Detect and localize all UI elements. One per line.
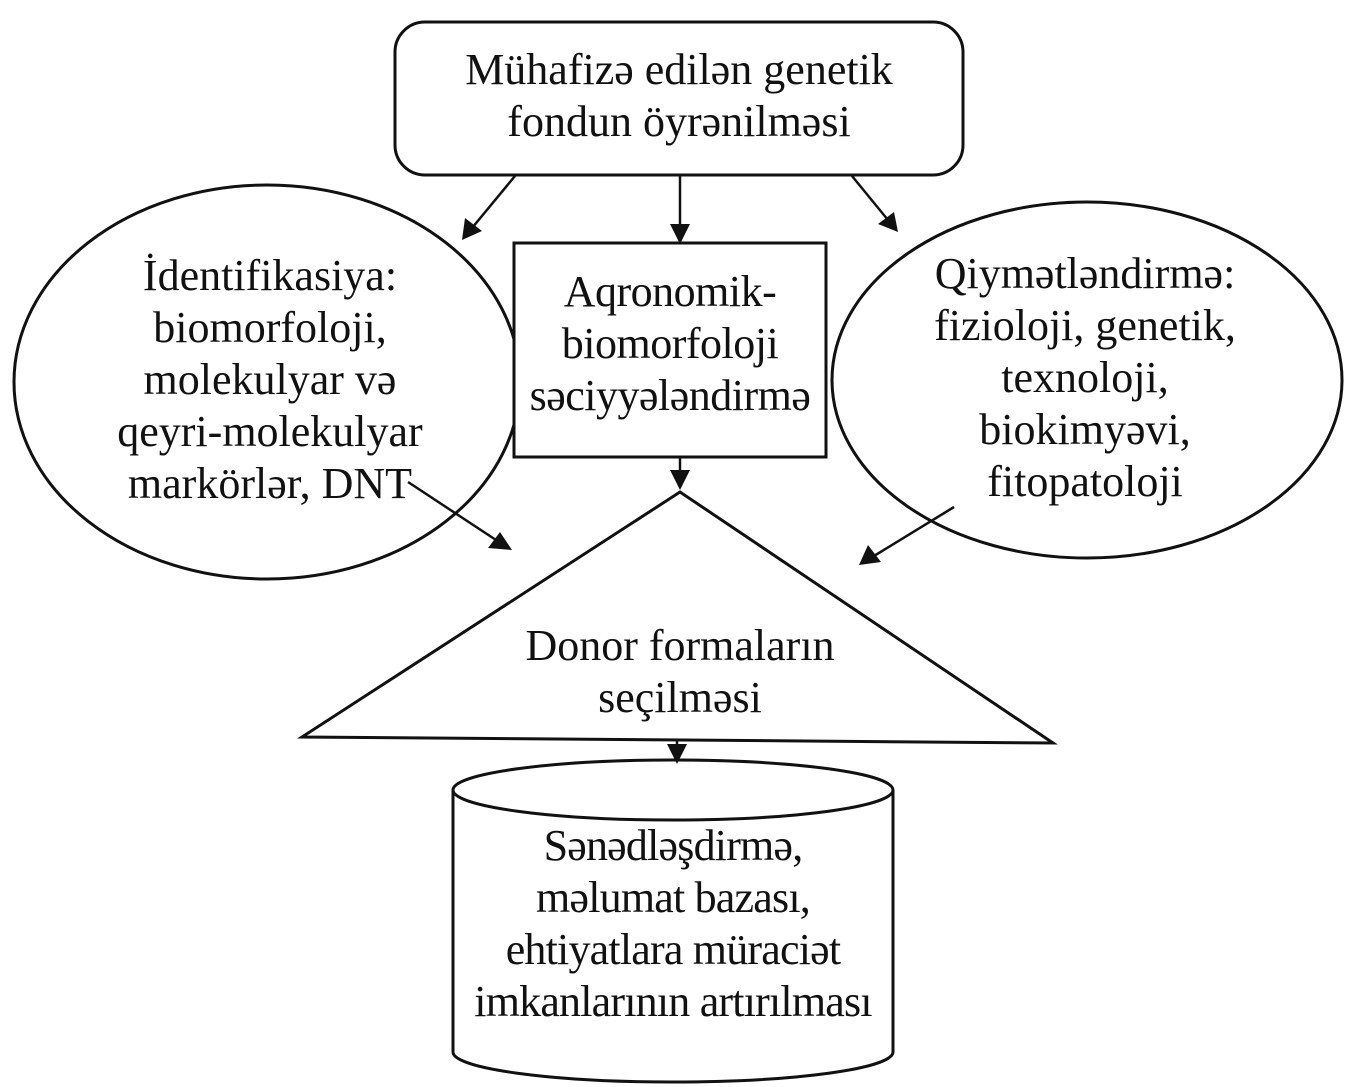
arrow-top-to-center xyxy=(670,176,690,244)
triangle-label: Donor formaların seçilməsi xyxy=(525,621,835,722)
selection-triangle xyxy=(296,490,1058,745)
center-box xyxy=(512,241,828,459)
cylinder-label: Sənədləşdirmə, məlumat bazası, ehtiyatla… xyxy=(474,821,872,1026)
right-ellipse xyxy=(830,200,1344,560)
arrow-right-to-triangle xyxy=(859,505,955,565)
arrow-top-to-right xyxy=(851,175,898,232)
left-ellipse-label: İdentifikasiya: biomorfoloji, molekulyar… xyxy=(117,251,423,508)
top-box xyxy=(393,20,965,177)
arrow-triangle-to-cylinder xyxy=(667,741,687,764)
right-ellipse-label: Qiymətləndirmə: fizioloji, genetik, texn… xyxy=(934,249,1236,506)
arrow-center-to-triangle xyxy=(670,458,690,490)
arrow-top-to-left xyxy=(462,175,516,240)
top-box-label: Mühafizə edilən genetik fondun öyrənilmə… xyxy=(465,45,893,146)
database-cylinder xyxy=(451,758,895,1084)
center-box-label: Aqronomik- biomorfoloji səciyyələndirmə xyxy=(529,267,811,420)
arrow-left-to-triangle xyxy=(407,480,512,550)
